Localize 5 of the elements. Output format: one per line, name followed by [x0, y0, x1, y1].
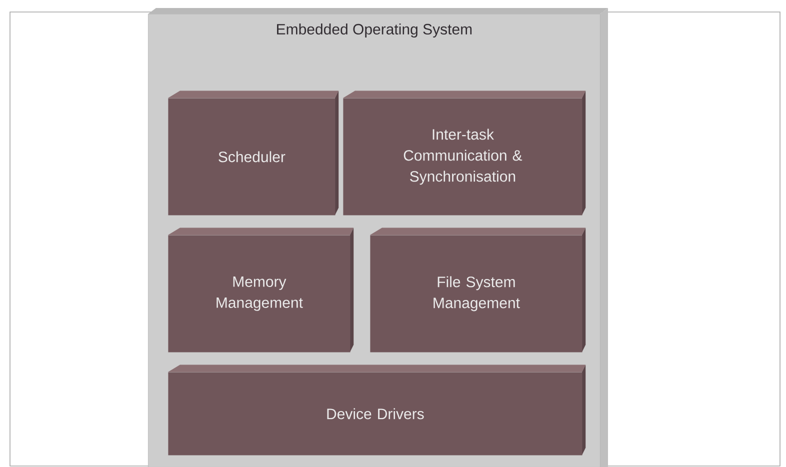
module-block: Memory Management	[168, 228, 354, 352]
module-block: Device Drivers	[168, 364, 586, 456]
module-block: File System Management	[370, 228, 586, 352]
module-block: Inter-task Communication & Synchronisation	[343, 90, 586, 216]
module-block: Scheduler	[168, 90, 339, 216]
